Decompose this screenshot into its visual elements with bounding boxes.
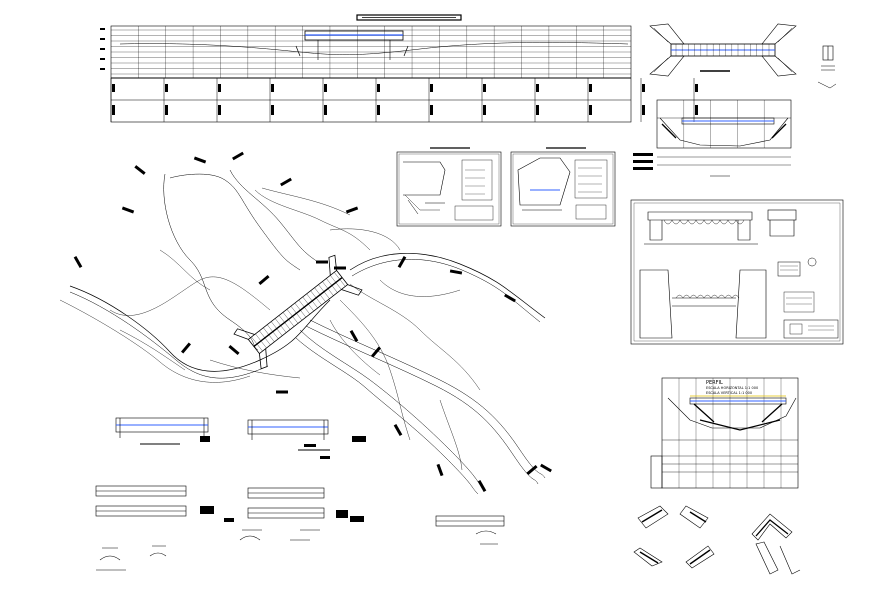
profile-station-marker (377, 84, 380, 92)
bridge-detail-sheet (630, 199, 844, 345)
profile-station-marker (165, 84, 168, 92)
profile-station-marker (695, 105, 698, 115)
profile-station-marker (536, 105, 539, 115)
bridge-cross-section-a (633, 99, 792, 177)
profile-station-marker (218, 84, 221, 92)
profile-station-marker (430, 105, 433, 115)
site-station-marker (228, 344, 240, 356)
bridge-plan-view (649, 23, 837, 89)
site-station-marker (504, 293, 516, 303)
site-station-marker (449, 269, 463, 275)
site-station-marker (334, 266, 346, 270)
site-station-marker (134, 165, 146, 175)
section-b-scale-horizontal: ESCALA HORIZONTAL 1:1 000 (706, 386, 758, 390)
site-station-marker (526, 464, 538, 476)
site-station-marker (121, 206, 135, 214)
profile-station-marker (112, 84, 115, 92)
bottom-detail-drawings (95, 417, 505, 571)
bridge-cross-section-b: PERFIL ESCALA HORIZONTAL 1:1 000 ESCALA … (650, 377, 799, 489)
profile-station-marker (695, 84, 698, 92)
detail-sheet-1 (396, 147, 502, 227)
profile-station-marker (324, 84, 327, 92)
profile-station-marker (483, 84, 486, 92)
site-station-marker (280, 177, 292, 187)
site-station-marker (193, 156, 207, 164)
site-station-marker (393, 424, 403, 436)
profile-station-marker (589, 105, 592, 115)
wing-wall-details (633, 505, 801, 575)
profile-station-marker (271, 84, 274, 92)
section-b-scale-vertical: ESCALA VERTICAL 1:1 000 (706, 391, 752, 395)
site-station-marker (349, 330, 359, 342)
section-b-title: PERFIL (706, 380, 723, 386)
site-station-marker (477, 480, 487, 492)
site-station-marker (370, 346, 382, 358)
profile-station-marker (218, 105, 221, 115)
profile-station-marker (324, 105, 327, 115)
site-station-marker (345, 206, 359, 214)
site-station-marker (180, 342, 192, 354)
site-station-marker (232, 151, 244, 161)
site-station-marker (276, 390, 288, 394)
detail-sheet-2 (510, 147, 616, 227)
profile-station-marker (483, 105, 486, 115)
profile-station-marker (112, 105, 115, 115)
profile-station-marker (536, 84, 539, 92)
profile-station-marker (430, 84, 433, 92)
site-station-marker (397, 256, 407, 268)
profile-station-marker (642, 84, 645, 92)
site-station-marker (540, 463, 552, 473)
site-station-marker (258, 274, 270, 286)
site-station-marker (73, 256, 83, 268)
profile-station-marker (589, 84, 592, 92)
site-plan (59, 151, 552, 495)
longitudinal-profile (100, 14, 698, 123)
profile-station-marker (377, 105, 380, 115)
profile-station-marker (642, 105, 645, 115)
site-station-marker (316, 260, 328, 264)
profile-station-marker (165, 105, 168, 115)
profile-station-marker (271, 105, 274, 115)
site-station-marker (436, 463, 444, 477)
